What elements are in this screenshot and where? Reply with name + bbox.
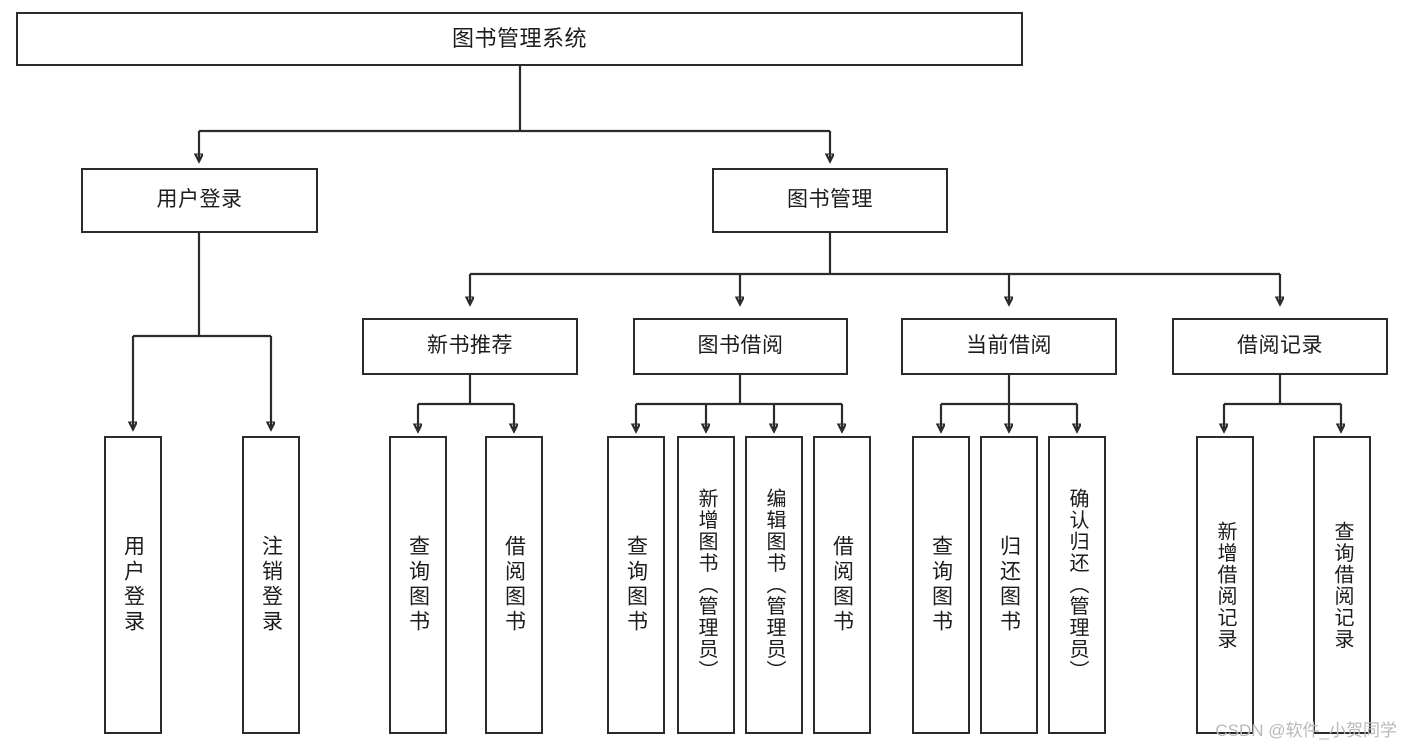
node-label: 编辑图书（管理员） (763, 488, 785, 682)
node-label: 借阅图书 (830, 535, 854, 635)
node-label: 查询图书 (624, 535, 648, 635)
leaf-edit-book-admin[interactable]: 编辑图书（管理员） (745, 436, 803, 734)
leaf-query-books-borrow[interactable]: 查询图书 (607, 436, 665, 734)
leaf-add-book-admin[interactable]: 新增图书（管理员） (677, 436, 735, 734)
node-label: 借阅图书 (502, 535, 526, 635)
node-borrow-records[interactable]: 借阅记录 (1172, 318, 1388, 375)
leaf-borrow-books-recommend[interactable]: 借阅图书 (485, 436, 543, 734)
leaf-confirm-return-admin[interactable]: 确认归还（管理员） (1048, 436, 1106, 734)
leaf-query-borrow-record[interactable]: 查询借阅记录 (1313, 436, 1371, 734)
node-label: 图书管理系统 (451, 26, 587, 52)
leaf-return-books[interactable]: 归还图书 (980, 436, 1038, 734)
node-label: 查询借阅记录 (1331, 520, 1353, 650)
node-label: 注销登录 (259, 535, 283, 635)
node-label: 新增借阅记录 (1214, 520, 1236, 650)
node-label: 查询图书 (929, 535, 953, 635)
node-label: 新书推荐 (427, 334, 513, 358)
leaf-user-login[interactable]: 用户登录 (104, 436, 162, 734)
node-book-management[interactable]: 图书管理 (712, 168, 948, 233)
node-label: 当前借阅 (966, 334, 1052, 358)
leaf-logout[interactable]: 注销登录 (242, 436, 300, 734)
node-label: 图书管理 (787, 188, 873, 212)
leaf-borrow-books[interactable]: 借阅图书 (813, 436, 871, 734)
node-label: 新增图书（管理员） (695, 488, 717, 682)
node-root-system[interactable]: 图书管理系统 (16, 12, 1023, 66)
node-current-borrow[interactable]: 当前借阅 (901, 318, 1117, 375)
node-book-borrow[interactable]: 图书借阅 (633, 318, 848, 375)
node-label: 归还图书 (997, 535, 1021, 635)
node-label: 确认归还（管理员） (1066, 488, 1088, 682)
leaf-query-books-current[interactable]: 查询图书 (912, 436, 970, 734)
leaf-query-books-recommend[interactable]: 查询图书 (389, 436, 447, 734)
node-label: 用户登录 (121, 535, 145, 635)
leaf-add-borrow-record[interactable]: 新增借阅记录 (1196, 436, 1254, 734)
node-label: 用户登录 (156, 188, 243, 212)
node-label: 借阅记录 (1237, 334, 1323, 358)
watermark: CSDN @软件_小贺同学 (1215, 721, 1397, 740)
node-label: 查询图书 (406, 535, 430, 635)
node-user-login[interactable]: 用户登录 (81, 168, 318, 233)
node-label: 图书借阅 (697, 334, 784, 358)
node-new-book-recommend[interactable]: 新书推荐 (362, 318, 578, 375)
